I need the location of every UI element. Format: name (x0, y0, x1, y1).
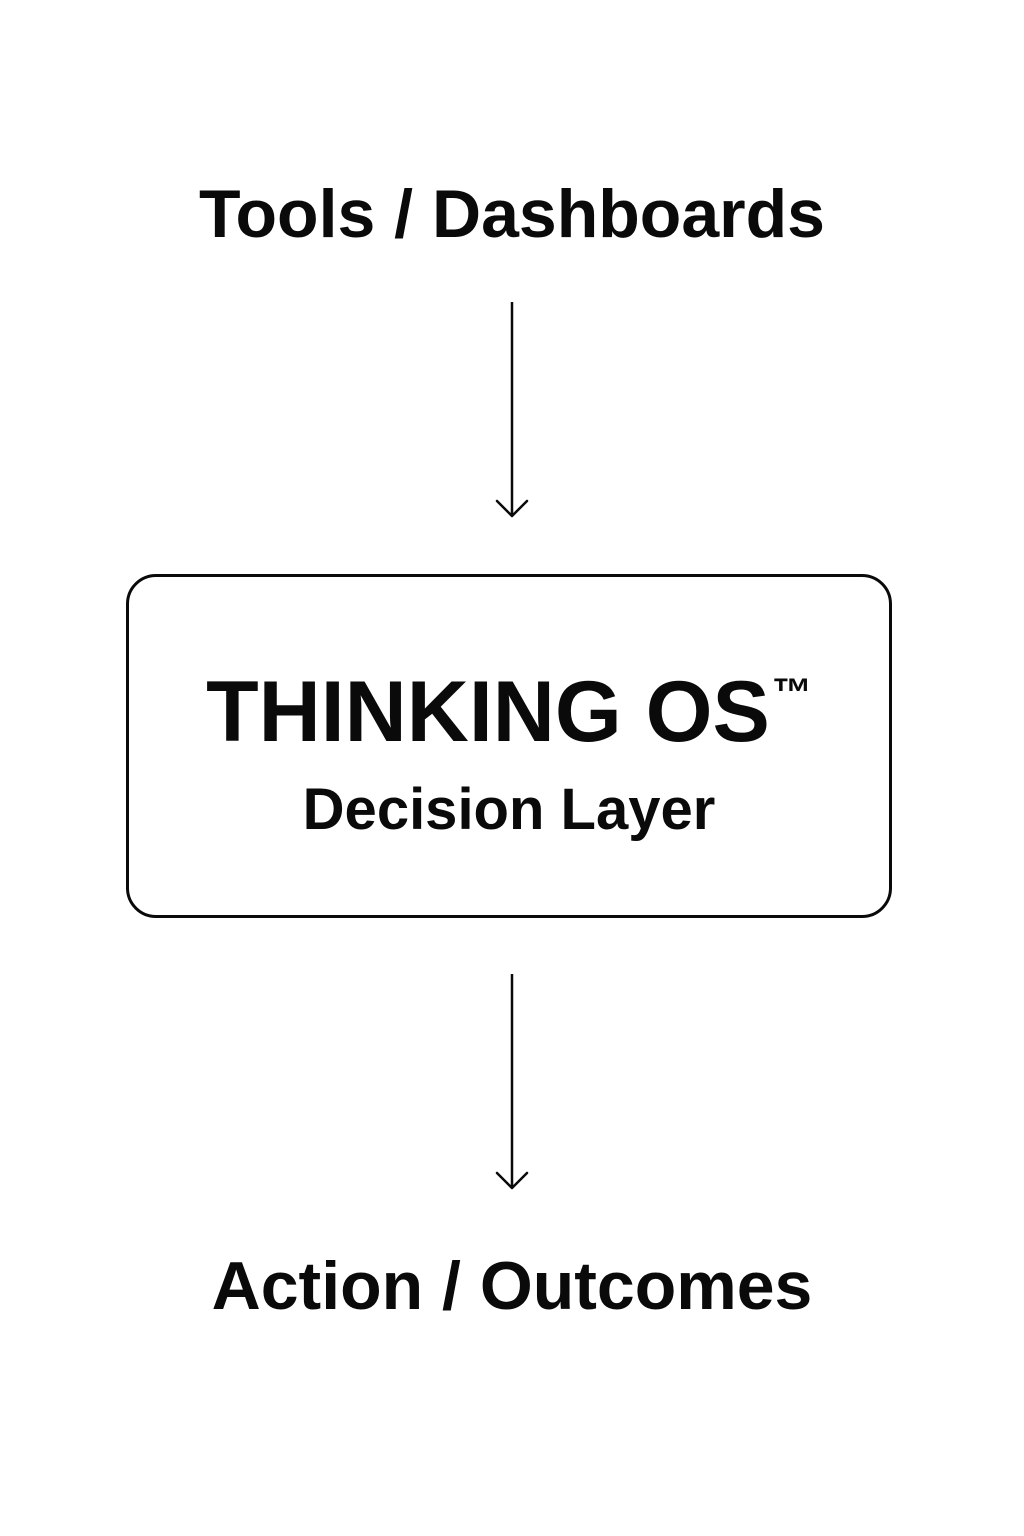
trademark-mark: ™ (771, 671, 812, 715)
box-subtitle: Decision Layer (302, 777, 716, 842)
box-title: THINKING OS™ (129, 669, 889, 755)
box-title-text: THINKING OS (206, 664, 770, 760)
decision-layer-box: THINKING OS™ Decision Layer (126, 574, 892, 918)
arrow-down-icon (495, 302, 529, 518)
bottom-node-label: Action / Outcomes (211, 1248, 813, 1324)
arrow-down-icon (495, 974, 529, 1190)
top-node-label: Tools / Dashboards (199, 176, 825, 252)
